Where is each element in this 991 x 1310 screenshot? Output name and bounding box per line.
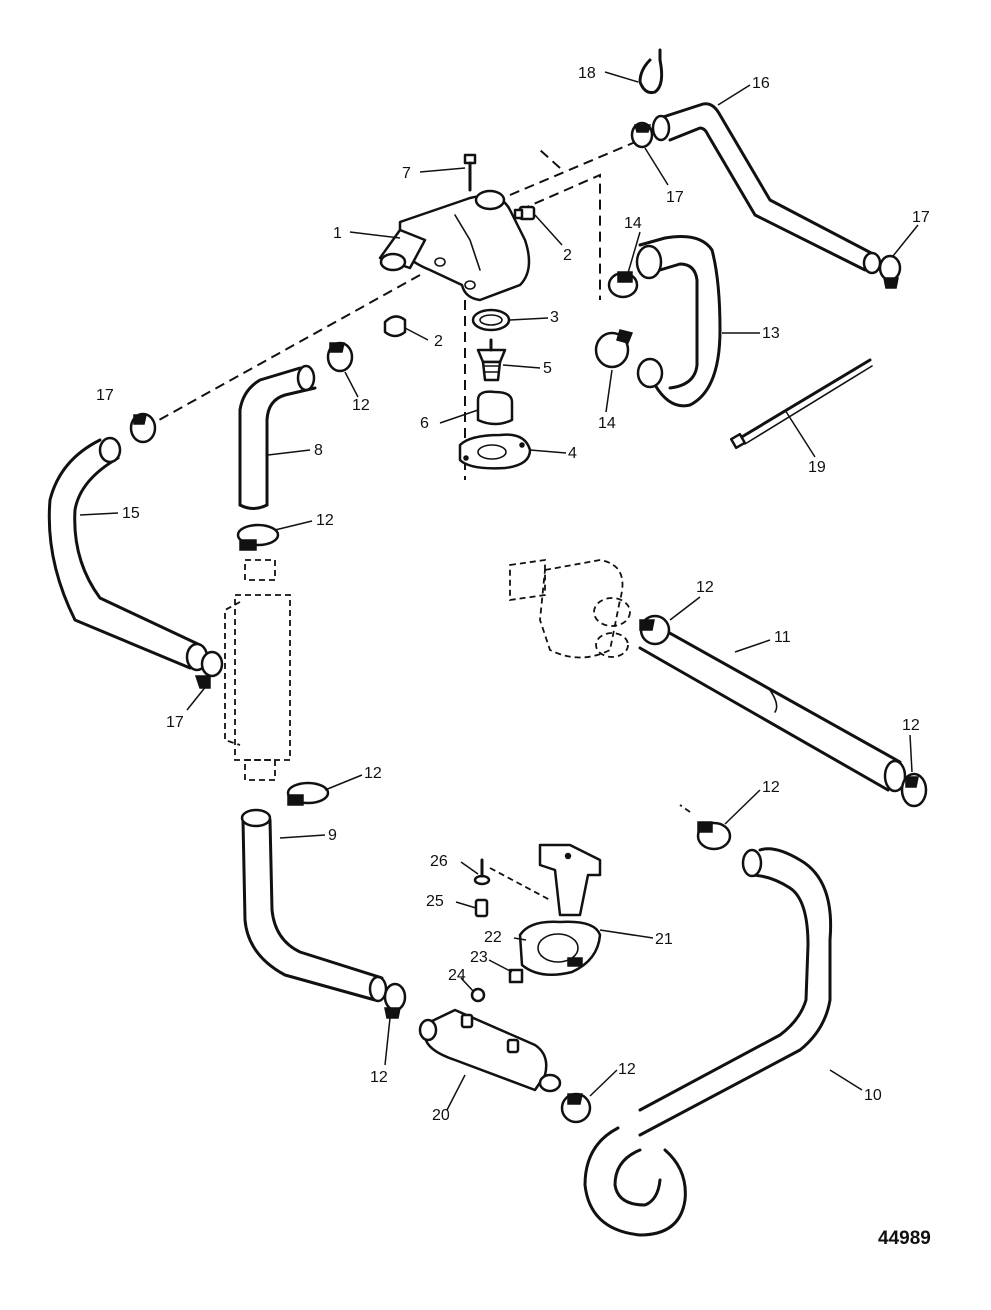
callout-17-top: 17 (666, 189, 684, 206)
callout-15: 15 (122, 505, 140, 522)
callout-12-hose8: 12 (316, 512, 334, 529)
callout-6: 6 (420, 415, 429, 432)
callout-11: 11 (774, 629, 791, 646)
callout-4: 4 (568, 445, 577, 462)
hose-left (47, 436, 209, 672)
mounting-bracket (538, 843, 602, 917)
callout-12-straight: 12 (902, 717, 920, 734)
callout-17-right: 17 (912, 209, 930, 226)
callout-3: 3 (550, 309, 559, 326)
gasket-plate (458, 433, 532, 470)
hose-long-right (583, 847, 833, 1237)
thermostat (476, 338, 507, 382)
guide-line-clamp (679, 804, 691, 813)
filter (418, 1008, 562, 1093)
callout-2-upper: 2 (563, 247, 572, 264)
leader-lines (79, 71, 919, 1111)
sleeve (476, 390, 514, 426)
callout-16: 16 (752, 75, 770, 92)
callout-26: 26 (430, 853, 448, 870)
callout-1: 1 (333, 225, 342, 242)
callout-21: 21 (655, 931, 673, 948)
thermostat-housing (378, 189, 531, 302)
callout-25: 25 (426, 893, 444, 910)
callout-23: 23 (470, 949, 488, 966)
screw (463, 153, 477, 192)
washer-26 (473, 858, 491, 886)
callout-8: 8 (314, 442, 323, 459)
clamp-right-lower (696, 821, 732, 851)
hose-top-right (651, 102, 882, 275)
callout-12-right: 12 (762, 779, 780, 796)
bolt-25 (474, 898, 489, 918)
callout-17-left: 17 (96, 387, 114, 404)
figure-number: 44989 (878, 1228, 931, 1249)
clamp-straight-b (900, 772, 928, 808)
clamp-straight-a (639, 614, 671, 646)
hose-u-bend (635, 235, 722, 408)
callout-5: 5 (543, 360, 552, 377)
nut-23 (508, 968, 524, 984)
callout-12-pump: 12 (696, 579, 714, 596)
plug-upper (513, 205, 536, 221)
callout-24: 24 (448, 967, 466, 984)
hose-clip (638, 48, 664, 94)
clamp-middle-a (236, 523, 280, 551)
clamp-top (630, 121, 654, 149)
heat-exchanger-reference (224, 559, 291, 781)
callout-14-upper: 14 (624, 215, 642, 232)
hose-straight (638, 620, 907, 793)
gasket-ring (471, 308, 511, 332)
guide-line-left-hose (149, 274, 421, 426)
guide-line-bracket (489, 867, 551, 901)
callout-9: 9 (328, 827, 337, 844)
callout-labels: 18 16 7 17 1 2 14 17 3 2 13 5 17 12 6 14… (96, 65, 930, 1124)
callout-13: 13 (762, 325, 780, 342)
clamp-u-lower (594, 329, 634, 369)
guide-line-top-c (539, 149, 561, 169)
clamp-right (878, 254, 902, 289)
callout-12-middle: 12 (364, 765, 382, 782)
hose-lower-left (240, 808, 388, 1003)
callout-12-filter: 12 (618, 1061, 636, 1078)
clamp-left-upper (129, 412, 157, 444)
guide-line-top-b (519, 173, 601, 300)
callout-17-left-lower: 17 (166, 714, 184, 731)
clamp-lower-left (383, 982, 407, 1019)
plug-lower (383, 315, 407, 338)
nut-24 (470, 987, 486, 1003)
clamp-u-upper (607, 271, 639, 299)
callout-12-top: 12 (352, 397, 370, 414)
callout-12-lower-left: 12 (370, 1069, 388, 1086)
guide-line-top-a (509, 139, 641, 196)
clamp-middle-top (326, 341, 354, 373)
callout-14-lower: 14 (598, 415, 616, 432)
callout-22: 22 (484, 929, 502, 946)
cable-tie (729, 358, 873, 450)
pump-reference (509, 558, 631, 659)
callout-7: 7 (402, 165, 411, 182)
callout-19: 19 (808, 459, 826, 476)
clamp-filter-outlet (560, 1092, 592, 1124)
callout-10: 10 (864, 1087, 882, 1104)
clamp-middle-b (286, 781, 330, 806)
callout-2-lower: 2 (434, 333, 443, 350)
hose-upper-middle (238, 364, 317, 510)
callout-18: 18 (578, 65, 596, 82)
callout-20: 20 (432, 1107, 450, 1124)
hose-clamp-bracket (518, 920, 602, 977)
